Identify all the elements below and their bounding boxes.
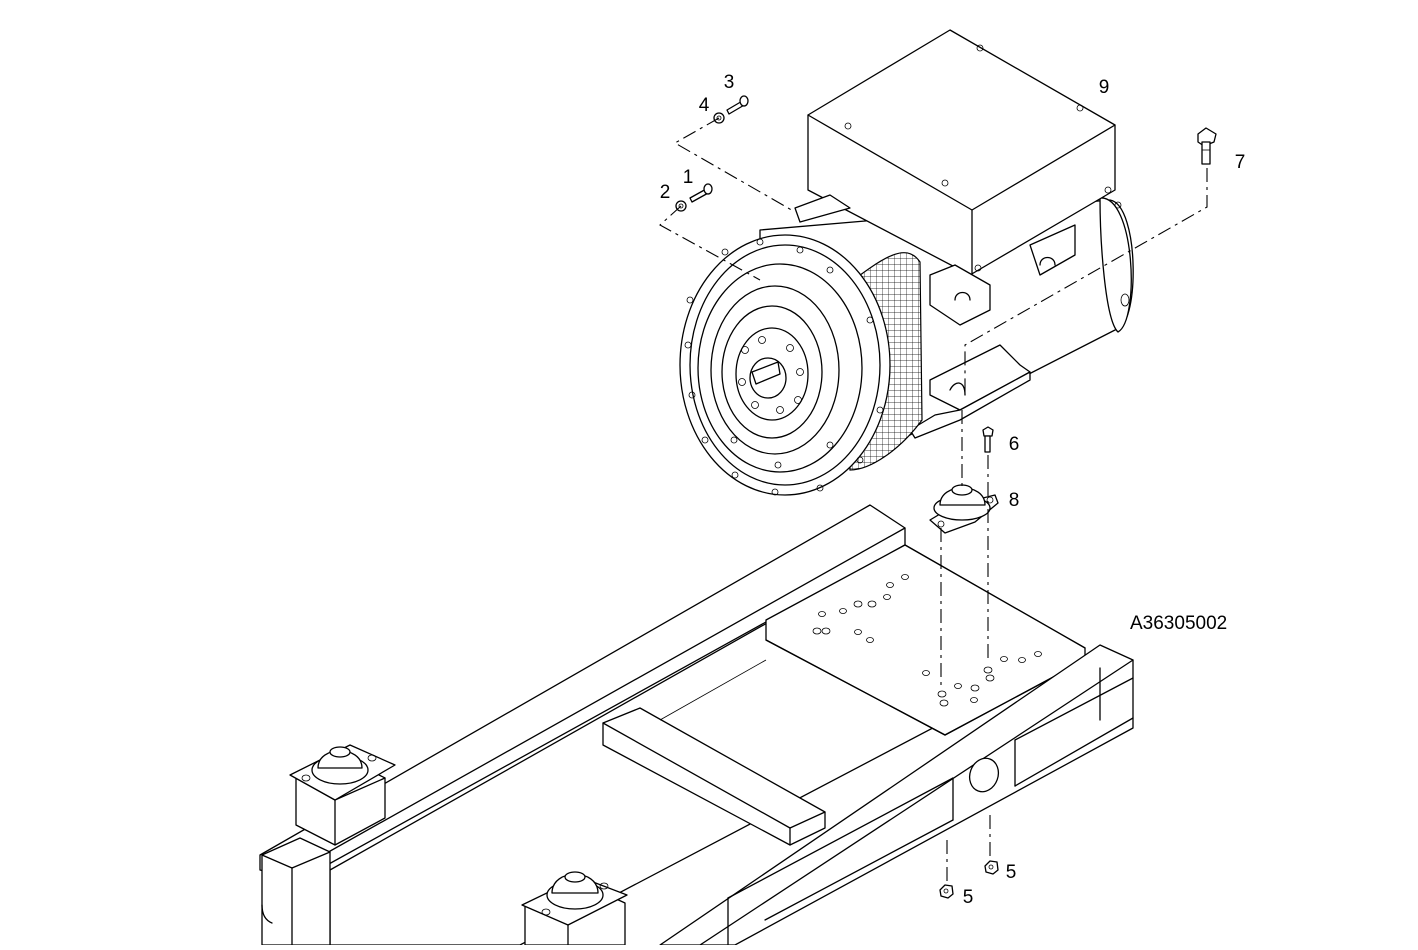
base-frame	[259, 504, 1134, 946]
callout-5-left: 5	[963, 887, 974, 908]
flange-bolt-holes	[684, 238, 884, 496]
drawing-reference-code: A36305002	[1130, 613, 1227, 634]
callout-7: 7	[1235, 152, 1246, 173]
callout-labels: 1 2 3 4 5 5 6 7 8 9 A36305002	[660, 72, 1246, 908]
fastener-nut-5a	[984, 860, 999, 875]
callout-9: 9	[1099, 77, 1110, 98]
anti-vibration-mount-8	[929, 484, 999, 534]
assembly-leader-lines	[659, 117, 1208, 882]
callout-6: 6	[1009, 434, 1020, 455]
fastener-nut-5b	[939, 884, 954, 899]
callout-5-right: 5	[1006, 862, 1017, 883]
callout-1: 1	[683, 167, 694, 188]
mount-rear-left	[289, 744, 396, 846]
callout-2: 2	[660, 182, 671, 203]
callout-4: 4	[699, 95, 710, 116]
fastener-bolt-3	[726, 95, 749, 115]
fastener-bolt-7	[1197, 127, 1217, 165]
mount-front-left	[521, 871, 628, 946]
fastener-bolt-1	[689, 183, 713, 203]
callout-8: 8	[1009, 490, 1020, 511]
callout-3: 3	[724, 72, 735, 93]
generator-alternator	[679, 29, 1134, 496]
plate-holes	[812, 574, 1042, 707]
fastener-bolt-6	[982, 426, 994, 453]
